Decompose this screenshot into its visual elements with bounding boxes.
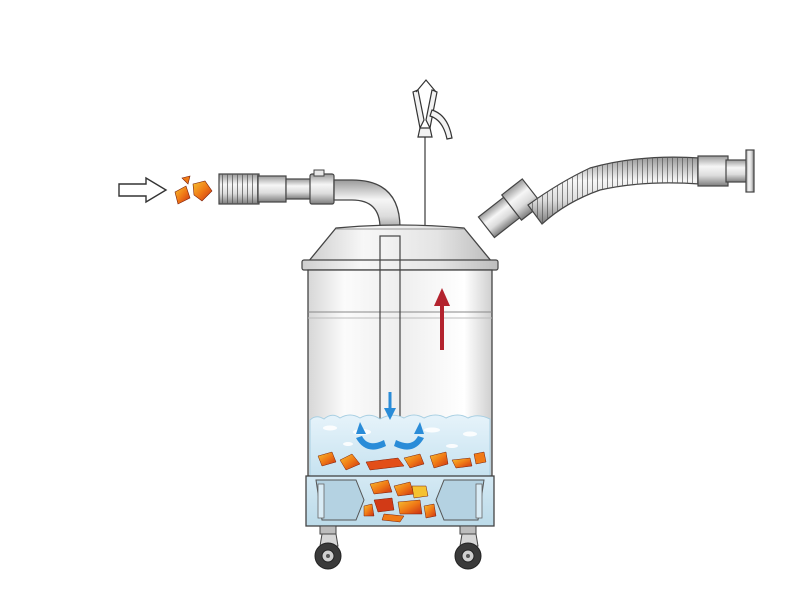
exhaust-flange: [745, 149, 755, 193]
settling-tray: [305, 475, 495, 527]
intake-hose: [218, 169, 335, 205]
up-arrow-red-icon: [434, 288, 450, 350]
exhaust-hose: [431, 149, 755, 291]
intake-arrow-icon: [118, 176, 168, 204]
hose-collar: [309, 173, 335, 205]
grounding-clamp-icon: [412, 79, 453, 225]
down-arrow-blue-icon: [384, 392, 396, 420]
debris-layer: [317, 451, 487, 471]
caster-wheel-icon: [314, 525, 482, 570]
incoming-debris-icon: [174, 175, 213, 205]
water-swirl-arrows-icon: [356, 422, 424, 450]
